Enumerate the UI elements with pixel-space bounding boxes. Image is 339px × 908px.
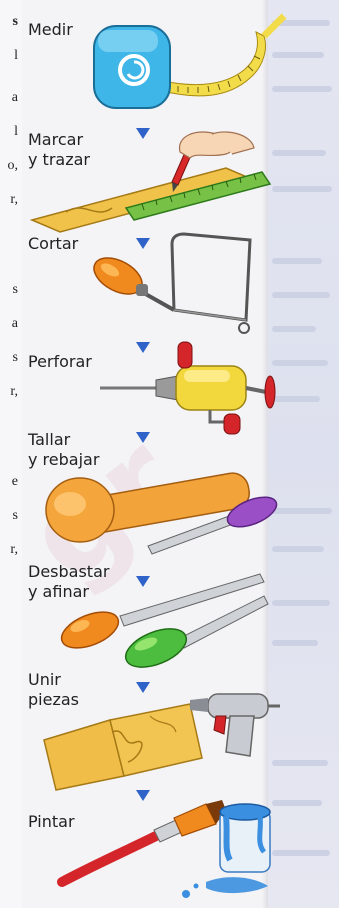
blurred-text-line xyxy=(272,258,322,264)
mallet-and-chisel-icon xyxy=(40,464,280,568)
blurred-text-line xyxy=(272,396,320,402)
text-fragment: a xyxy=(12,90,18,106)
blurred-text-line xyxy=(272,186,332,192)
coping-saw-icon xyxy=(88,226,268,346)
hand-drill-icon xyxy=(98,336,278,436)
glue-gun-and-puzzle-joint-icon xyxy=(40,680,280,792)
text-fragment: s xyxy=(13,14,18,30)
text-fragment: r, xyxy=(10,384,18,400)
text-fragment: a xyxy=(12,316,18,332)
paintbrush-and-paint-can-icon xyxy=(56,790,276,902)
blurred-text-line xyxy=(272,600,330,606)
step-label-cortar: Cortar xyxy=(28,234,78,254)
text-fragment: s xyxy=(13,282,18,298)
text-fragment: e xyxy=(12,474,18,490)
blurred-text-line xyxy=(272,150,326,156)
text-fragment: s xyxy=(13,508,18,524)
text-fragment: o, xyxy=(8,158,19,174)
cropped-text-column: s l a l o, r, s a s r, e s r, xyxy=(0,0,22,908)
text-fragment: r, xyxy=(10,192,18,208)
text-fragment: r, xyxy=(10,542,18,558)
text-fragment: l xyxy=(14,124,18,140)
blurred-text-line xyxy=(272,360,328,366)
blurred-text-line xyxy=(272,850,330,856)
step-label-medir: Medir xyxy=(28,20,73,40)
blurred-text-line xyxy=(272,508,332,514)
text-fragment: l xyxy=(14,48,18,64)
step-label-perforar: Perforar xyxy=(28,352,92,372)
ruler-and-pencil-icon xyxy=(26,128,276,236)
text-fragment: s xyxy=(13,350,18,366)
blurred-text-line xyxy=(272,640,318,646)
blurred-text-line xyxy=(272,760,328,766)
blurred-text-line xyxy=(272,326,316,332)
tape-measure-icon xyxy=(88,8,288,118)
files-icon xyxy=(60,570,270,670)
blurred-text-line xyxy=(272,800,322,806)
blurred-text-line xyxy=(272,292,330,298)
